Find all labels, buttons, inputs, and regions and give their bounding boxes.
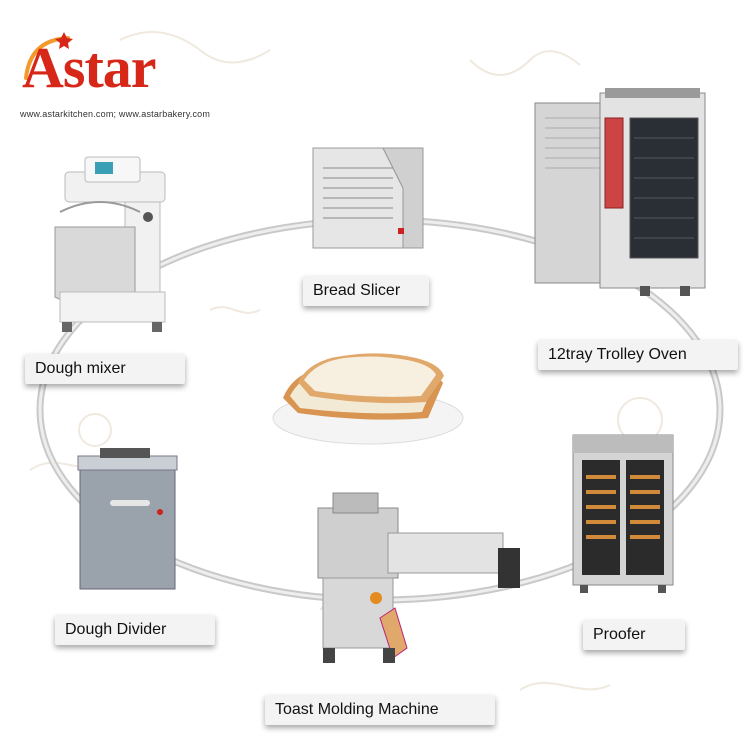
bread-slicer-label: Bread Slicer: [303, 276, 429, 306]
logo-swoosh-icon: [24, 32, 73, 80]
dough-mixer-image: [54, 156, 166, 332]
trolley-oven-label: 12tray Trolley Oven: [538, 340, 738, 370]
toast-molding-machine-image: [317, 492, 520, 663]
brand-websites: www.astarkitchen.com; www.astarbakery.co…: [20, 109, 211, 119]
proofer-label: Proofer: [583, 620, 685, 650]
proofer-image: [572, 434, 674, 593]
toast-bread-plate-icon: [272, 353, 464, 445]
trolley-oven-image: [534, 88, 706, 296]
brand-logo: Astar: [22, 32, 252, 100]
dough-mixer-label: Dough mixer: [25, 354, 185, 384]
dough-divider-label: Dough Divider: [55, 615, 215, 645]
toast-molding-label: Toast Molding Machine: [265, 695, 495, 725]
brand-name: Astar: [22, 35, 157, 100]
bread-slicer-image: [312, 147, 424, 249]
dough-divider-image: [77, 448, 178, 590]
